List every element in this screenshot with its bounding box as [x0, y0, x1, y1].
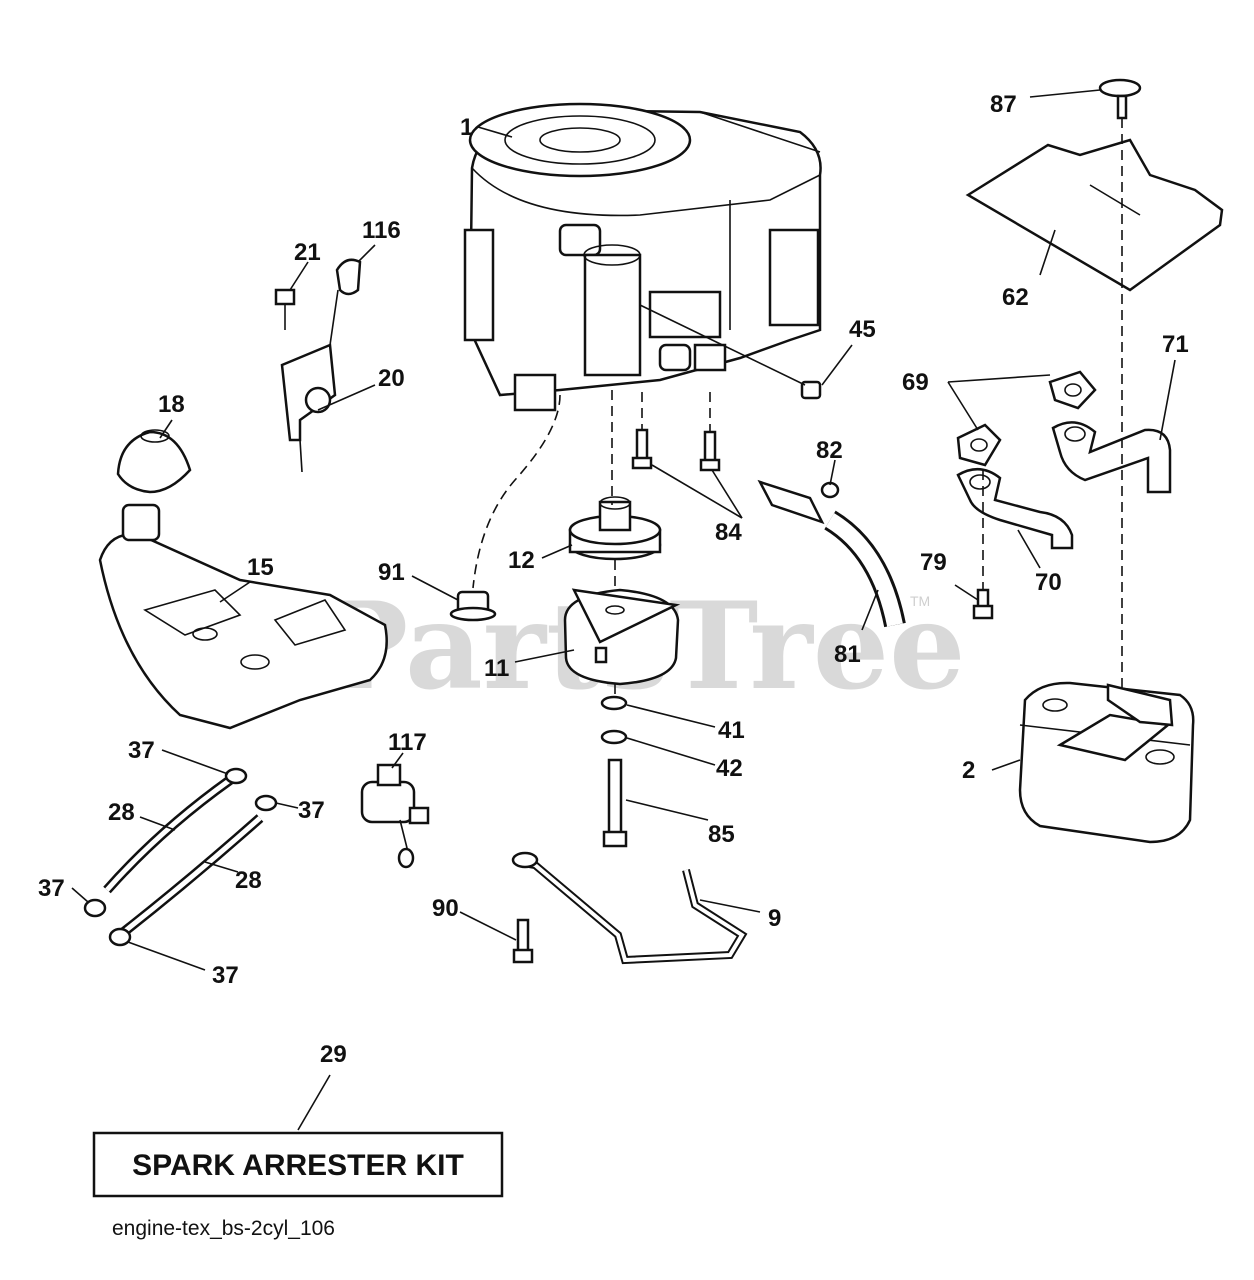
- callout-20: 20: [378, 365, 405, 392]
- throttle-control-part[interactable]: [280, 289, 339, 473]
- leader-lines: [71, 89, 1176, 1131]
- callout-12: 12: [508, 547, 535, 574]
- callout-81: 81: [834, 641, 861, 668]
- exhaust-pipe-70-part[interactable]: [956, 468, 1074, 550]
- spark-arrester-kit-box[interactable]: SPARK ARRESTER KIT: [92, 1131, 504, 1198]
- callout-28-b: 28: [235, 867, 262, 894]
- callout-37-d: 37: [212, 962, 239, 989]
- callout-11: 11: [484, 655, 509, 682]
- hose-81-part[interactable]: [824, 510, 906, 628]
- callout-29: 29: [320, 1041, 347, 1068]
- fuel-cap-part[interactable]: [116, 429, 192, 494]
- callout-1: 1: [460, 114, 473, 141]
- callout-28-a: 28: [108, 799, 135, 826]
- callout-42: 42: [716, 755, 743, 782]
- bolt-21-part[interactable]: [274, 288, 296, 330]
- engine-part[interactable]: [463, 102, 822, 412]
- gasket-69-b-part[interactable]: [1048, 370, 1097, 410]
- callout-41: 41: [718, 717, 745, 744]
- callout-15: 15: [247, 554, 274, 581]
- callout-37-b: 37: [298, 797, 325, 824]
- exhaust-pipe-71-part[interactable]: [1051, 421, 1172, 494]
- electric-clutch-part[interactable]: [563, 588, 681, 686]
- callout-85: 85: [708, 821, 735, 848]
- callout-37-c: 37: [38, 875, 65, 902]
- bracket-9-part[interactable]: [511, 851, 748, 965]
- fuel-line-upper-part[interactable]: [103, 775, 233, 894]
- nut-45-part[interactable]: [800, 380, 822, 400]
- callout-62: 62: [1002, 284, 1029, 311]
- gasket-69-a-part[interactable]: [956, 423, 1002, 467]
- washer-41-part[interactable]: [600, 695, 628, 711]
- callout-45: 45: [849, 316, 876, 343]
- fitting-82-part[interactable]: [757, 479, 840, 525]
- callout-84: 84: [715, 519, 742, 546]
- cap-87-part[interactable]: [1098, 78, 1142, 120]
- spacer-part[interactable]: [449, 590, 497, 622]
- hose-clamp-b-part[interactable]: [254, 794, 278, 812]
- alignment-lines: [472, 118, 1123, 697]
- callout-2: 2: [962, 757, 975, 784]
- hose-clamp-c-part[interactable]: [83, 898, 107, 918]
- muffler-part[interactable]: [1018, 681, 1195, 844]
- callout-82: 82: [816, 437, 843, 464]
- bolt-84-left-part[interactable]: [631, 428, 653, 470]
- heat-shield-part[interactable]: [965, 138, 1224, 292]
- fuel-tank-part[interactable]: [98, 503, 388, 730]
- hose-clamp-a-part[interactable]: [224, 767, 248, 785]
- callout-117: 117: [388, 729, 427, 756]
- callout-116: 116: [362, 217, 401, 244]
- hose-clamp-d-part[interactable]: [108, 927, 132, 947]
- fuel-valve-part[interactable]: [360, 763, 430, 869]
- bolt-79-part[interactable]: [972, 588, 994, 620]
- callout-71: 71: [1162, 331, 1189, 358]
- watermark-tm: TM: [910, 593, 930, 609]
- callout-91: 91: [378, 559, 405, 586]
- callout-18: 18: [158, 391, 185, 418]
- callout-87: 87: [990, 91, 1017, 118]
- washer-42-part[interactable]: [600, 729, 628, 745]
- bolt-85-part[interactable]: [602, 758, 628, 848]
- callout-79: 79: [920, 549, 947, 576]
- knob-116-part[interactable]: [335, 258, 362, 296]
- bolt-84-right-part[interactable]: [699, 430, 721, 472]
- callout-69: 69: [902, 369, 929, 396]
- callout-21: 21: [294, 239, 321, 266]
- bolt-90-part[interactable]: [512, 918, 534, 964]
- callout-90: 90: [432, 895, 459, 922]
- callout-70: 70: [1035, 569, 1062, 596]
- pulley-part[interactable]: [568, 496, 662, 561]
- callout-labels: 1 87 62 45 69 71 70 79 82 81 84 12 91 11…: [38, 91, 1189, 1068]
- callout-9: 9: [768, 905, 781, 932]
- fuel-line-lower-part[interactable]: [116, 814, 264, 939]
- diagram-caption: engine-tex_bs-2cyl_106: [112, 1217, 335, 1240]
- callout-37-a: 37: [128, 737, 155, 764]
- spark-arrester-kit-label: SPARK ARRESTER KIT: [132, 1149, 464, 1182]
